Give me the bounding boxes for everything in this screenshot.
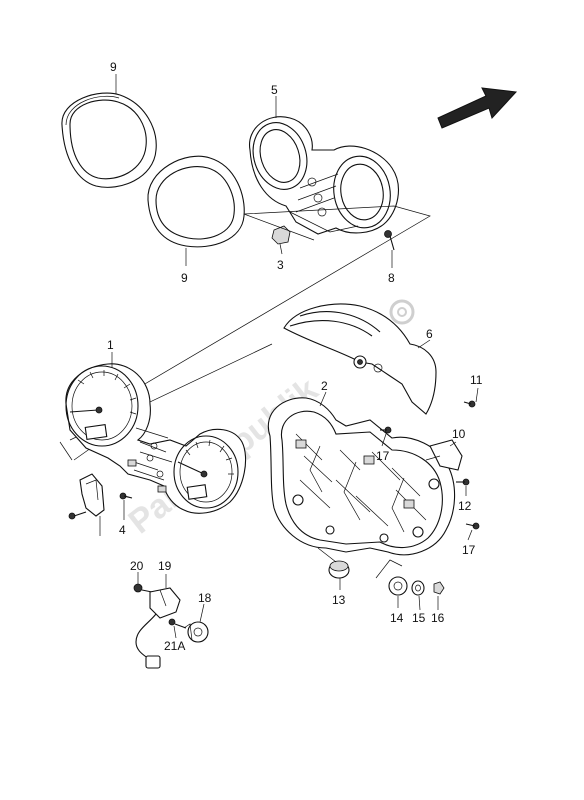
- cushion-part-14: [375, 559, 408, 596]
- label-part-10: 10: [452, 427, 466, 441]
- plate-part-10: [429, 439, 463, 471]
- label-part-17-lower: 17: [462, 543, 476, 557]
- screw-part-12: [456, 478, 470, 486]
- label-part-6: 6: [426, 327, 433, 341]
- meter-cover-top: [249, 116, 399, 235]
- label-part-9-bottom: 9: [181, 271, 188, 285]
- label-part-8: 8: [388, 271, 395, 285]
- gear-logo-icon: [389, 299, 415, 325]
- part-number-labels: 9 9 5 3 8 1 2 6 11 10 17 12 17 4 13 14 1…: [107, 60, 483, 653]
- front-direction-arrow-icon: [437, 87, 518, 129]
- rear-cover-part-6: [283, 303, 437, 415]
- label-part-13: 13: [332, 593, 346, 607]
- leader-frame-top: [137, 205, 431, 389]
- label-part-9-top: 9: [110, 60, 117, 74]
- label-leaders: [111, 74, 479, 639]
- label-part-21a: 21A: [164, 639, 185, 653]
- screw-part-4: [119, 492, 133, 500]
- meter-unit-part-1: [65, 363, 247, 514]
- grommet-part-3: [271, 225, 291, 245]
- label-part-2: 2: [321, 379, 328, 393]
- screw-part-17-lower: [465, 522, 480, 530]
- bezel-ring-upper: [61, 92, 157, 188]
- screw-part-11: [463, 400, 476, 408]
- label-part-1: 1: [107, 338, 114, 352]
- bezel-ring-lower: [147, 155, 245, 248]
- meter-case-part-2: [267, 397, 456, 556]
- screw-part-21a: [168, 618, 187, 629]
- label-part-20: 20: [130, 559, 144, 573]
- label-part-14: 14: [390, 611, 404, 625]
- label-part-5: 5: [271, 83, 278, 97]
- label-part-18: 18: [198, 591, 212, 605]
- label-part-17-upper: 17: [376, 449, 390, 463]
- screw-part-17-upper: [380, 426, 392, 434]
- label-part-11: 11: [470, 373, 483, 387]
- washer-part-15: [411, 580, 425, 596]
- cushion-part-13: [317, 547, 350, 579]
- label-part-3: 3: [277, 258, 284, 272]
- label-part-12: 12: [458, 499, 472, 513]
- label-part-15: 15: [412, 611, 426, 625]
- label-part-16: 16: [431, 611, 445, 625]
- bracket-left: [68, 473, 105, 536]
- screw-part-20: [133, 583, 153, 593]
- bulb-part-18: [183, 621, 209, 643]
- nut-part-16: [433, 581, 445, 595]
- label-part-4: 4: [119, 523, 126, 537]
- screw-part-8: [384, 230, 395, 251]
- socket-part-19: [135, 587, 181, 669]
- label-part-19: 19: [158, 559, 172, 573]
